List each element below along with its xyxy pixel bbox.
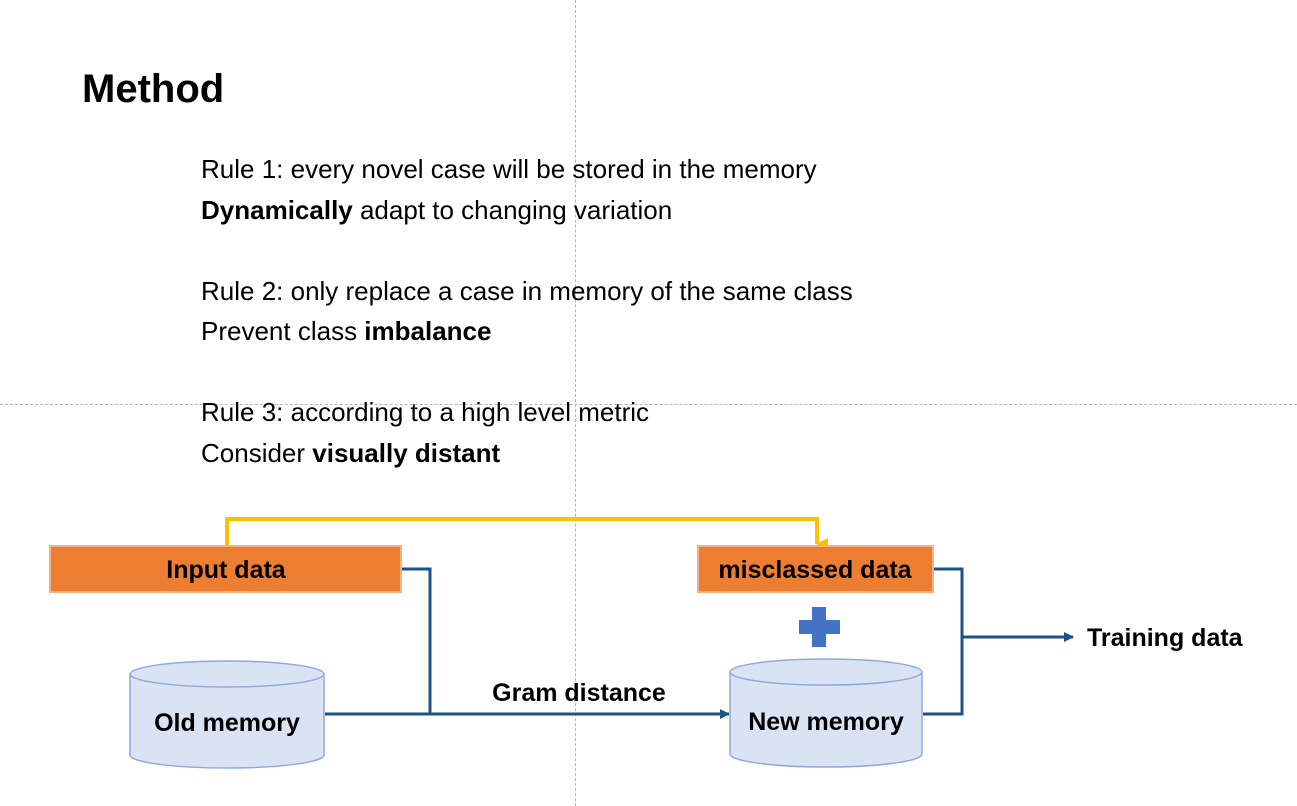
new-memory-label: New memory [748,708,904,736]
input-data-label: Input data [166,556,287,584]
misclassed-data-label: misclassed data [718,556,912,584]
input-to-merge-line [401,567,432,714]
new-memory-cylinder: New memory [729,658,923,768]
slide-title: Method [82,67,225,111]
training-data-label: Training data [1087,624,1244,652]
misclassed-to-output-line [923,567,964,716]
rule-2-line-1: Rule 2: only replace a case in memory of… [201,276,853,306]
rule-1-rest-text: adapt to changing variation [352,195,673,225]
yellow-feedback-arrow [225,517,828,550]
slide-guide-vertical [575,0,576,806]
rule-2-pre-text: Prevent class [201,316,365,346]
rule-3-line-1: Rule 3: according to a high level metric [201,397,650,427]
rule-2-line-2: Prevent class imbalance [201,316,491,346]
old-memory-label: Old memory [154,709,300,737]
misclassed-data-box: misclassed data [697,545,934,593]
plus-icon [799,607,840,647]
rule-3-pre-text: Consider [201,438,313,468]
rule-2-bold-text: imbalance [364,316,492,346]
input-data-box: Input data [49,545,402,593]
rule-1-line-2: Dynamically adapt to changing variation [201,195,672,225]
rule-1-bold-text: Dynamically [201,195,353,225]
rule-3-bold-text: visually distant [312,438,501,468]
slide-guide-horizontal [0,404,1297,405]
rule-3-line-2: Consider visually distant [201,438,500,468]
rule-1-line-1: Rule 1: every novel case will be stored … [201,154,817,184]
gram-distance-label: Gram distance [492,679,666,707]
old-memory-cylinder: Old memory [129,660,325,769]
